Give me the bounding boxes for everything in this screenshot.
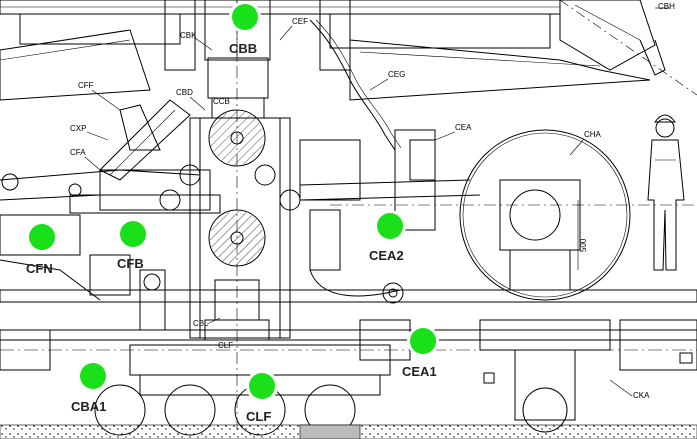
marker-cba1[interactable]: CBA1 [71, 360, 109, 414]
label-cbl: CBL [193, 319, 209, 328]
marker-layer: CBB CFN CFB CEA2 CEA1 CBA1 [26, 1, 439, 424]
cha-drum: 500 CHA [330, 129, 697, 301]
marker-label: CFN [26, 261, 53, 276]
lower-chassis: CBL CLF CKA [0, 289, 697, 439]
label-cka: CKA [633, 391, 650, 400]
marker-label: CEA2 [369, 248, 404, 263]
marker-cfb[interactable]: CFB [117, 218, 149, 271]
label-ceg: CEG [388, 70, 405, 79]
worker-figure [647, 114, 685, 271]
label-cbd: CBD [176, 88, 193, 97]
marker-label: CBB [229, 41, 257, 56]
marker-cbb[interactable]: CBB [229, 1, 261, 56]
cbh-arm: CBH [559, 0, 697, 96]
marker-cfn[interactable]: CFN [26, 221, 58, 276]
left-mechanism: CFF CXP CFA [0, 81, 221, 331]
label-cbh: CBH [658, 2, 675, 11]
ceg-pipe: CEG [309, 19, 405, 151]
marker-label: CLF [246, 409, 271, 424]
label-cha: CHA [584, 130, 602, 139]
dimension-500: 500 [579, 238, 588, 252]
label-ccb: CCB [213, 97, 230, 106]
upper-frame [0, 0, 651, 101]
label-cxp: CXP [70, 124, 86, 133]
marker-label: CFB [117, 256, 144, 271]
label-cea: CEA [455, 123, 472, 132]
label-cef: CEF [292, 17, 308, 26]
marker-cea1[interactable]: CEA1 [402, 325, 439, 379]
label-cfa: CFA [70, 148, 86, 157]
marker-clf[interactable]: CLF [246, 370, 278, 424]
label-cbk: CBK [180, 31, 197, 40]
label-cff: CFF [78, 81, 94, 90]
label-clf-callout: CLF [218, 341, 233, 350]
central-tower: CBK CEF CBD CCB [159, 0, 308, 430]
marker-label: CEA1 [402, 364, 437, 379]
marker-cea2[interactable]: CEA2 [369, 210, 406, 263]
marker-label: CBA1 [71, 399, 106, 414]
